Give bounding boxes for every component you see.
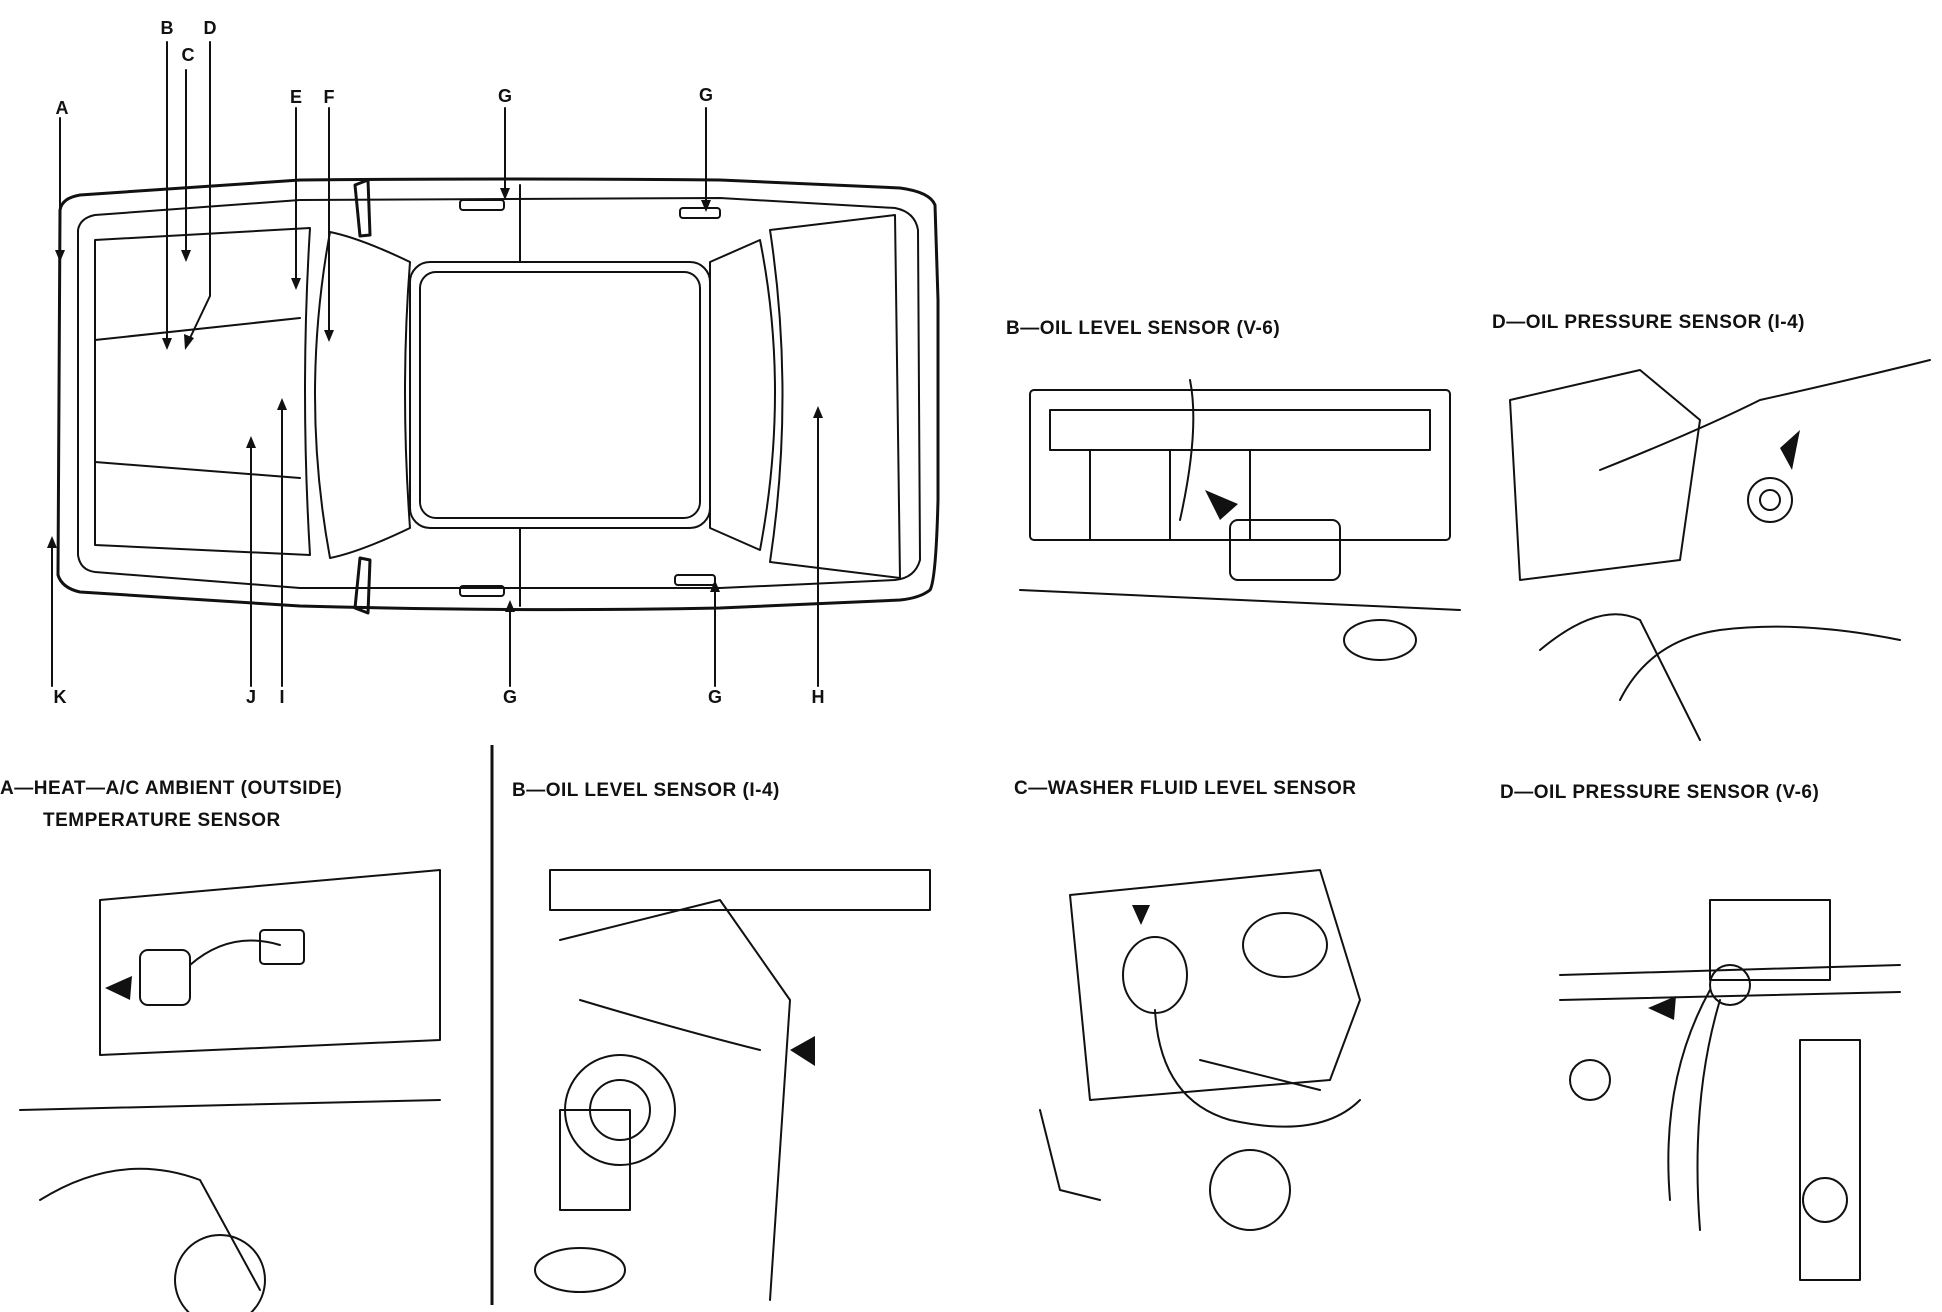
windshield [314, 231, 411, 559]
caption-washer-fluid: C—WASHER FLUID LEVEL SENSOR [1014, 778, 1357, 799]
callout-k: K [53, 687, 67, 707]
caption-oil-pressure-i4: D—OIL PRESSURE SENSOR (I-4) [1492, 312, 1805, 333]
callout-g-bottom-2: G [707, 687, 723, 707]
vehicle-inner-outline [77, 197, 921, 589]
roof-inner [419, 271, 701, 519]
rear-window [709, 239, 776, 551]
pointer-arrow-icon [790, 1036, 815, 1066]
detail-ambient-temp [19, 869, 441, 1312]
callout-d: D [203, 18, 217, 38]
vehicle-body-outline [56, 177, 940, 612]
detail-oil-pressure-v6 [1559, 899, 1901, 1281]
callout-e: E [289, 87, 303, 107]
callout-h: H [811, 687, 825, 707]
trunk-lid [769, 214, 901, 579]
callout-a: A [55, 98, 69, 118]
pointer-arrow-icon [1648, 996, 1676, 1020]
callout-j: J [245, 687, 257, 707]
detail-washer-fluid [1039, 869, 1361, 1231]
mirror-left [353, 178, 372, 238]
hood-outline [94, 227, 311, 556]
hood-crease-2 [94, 461, 301, 479]
detail-oil-pressure-i4 [1509, 359, 1931, 741]
caption-ambient-temp-line1: A—HEAT—A/C AMBIENT (OUTSIDE) [0, 778, 343, 799]
callout-g-bottom-1: G [502, 687, 518, 707]
pointer-arrow-icon [1132, 905, 1150, 925]
handle-bottom-front [459, 585, 505, 597]
handle-top-rear [679, 207, 721, 219]
mirror-right [353, 556, 372, 615]
pointer-arrow-icon [1205, 490, 1238, 520]
callout-c: C [181, 45, 195, 65]
detail-oil-level-i4 [534, 869, 931, 1301]
callout-g-top-2: G [698, 85, 714, 105]
caption-oil-level-i4: B—OIL LEVEL SENSOR (I-4) [512, 780, 780, 801]
pointer-arrow-icon [1780, 430, 1800, 470]
hood-crease-1 [94, 317, 301, 341]
handle-top-front [459, 199, 505, 211]
caption-oil-level-v6: B—OIL LEVEL SENSOR (V-6) [1006, 318, 1281, 339]
detail-oil-level-v6 [1019, 379, 1461, 661]
callout-g-top-1: G [497, 86, 513, 106]
caption-ambient-temp-line2: TEMPERATURE SENSOR [43, 810, 281, 831]
callout-f: F [323, 87, 335, 107]
callout-arrows [47, 41, 823, 687]
pointer-arrow-icon [105, 976, 132, 1000]
callout-b: B [160, 18, 174, 38]
callout-i: I [279, 687, 285, 707]
caption-oil-pressure-v6: D—OIL PRESSURE SENSOR (V-6) [1500, 782, 1820, 803]
